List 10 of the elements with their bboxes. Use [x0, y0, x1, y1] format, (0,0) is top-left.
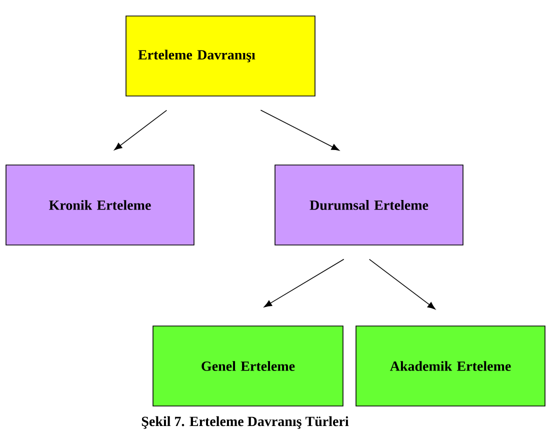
- caption: Şekil 7. Erteleme Davranış Türleri: [142, 416, 349, 429]
- arrow: [264, 258, 344, 308]
- box: Kronik Erteleme: [6, 164, 194, 246]
- box: Akademik Erteleme: [356, 326, 546, 406]
- box: Durumsal Erteleme: [274, 164, 464, 246]
- arrow: [260, 110, 340, 151]
- box: Genel Erteleme: [152, 326, 344, 406]
- arrow: [114, 110, 168, 150]
- box: Erteleme Davranışı: [126, 16, 316, 96]
- arrow: [368, 258, 436, 310]
